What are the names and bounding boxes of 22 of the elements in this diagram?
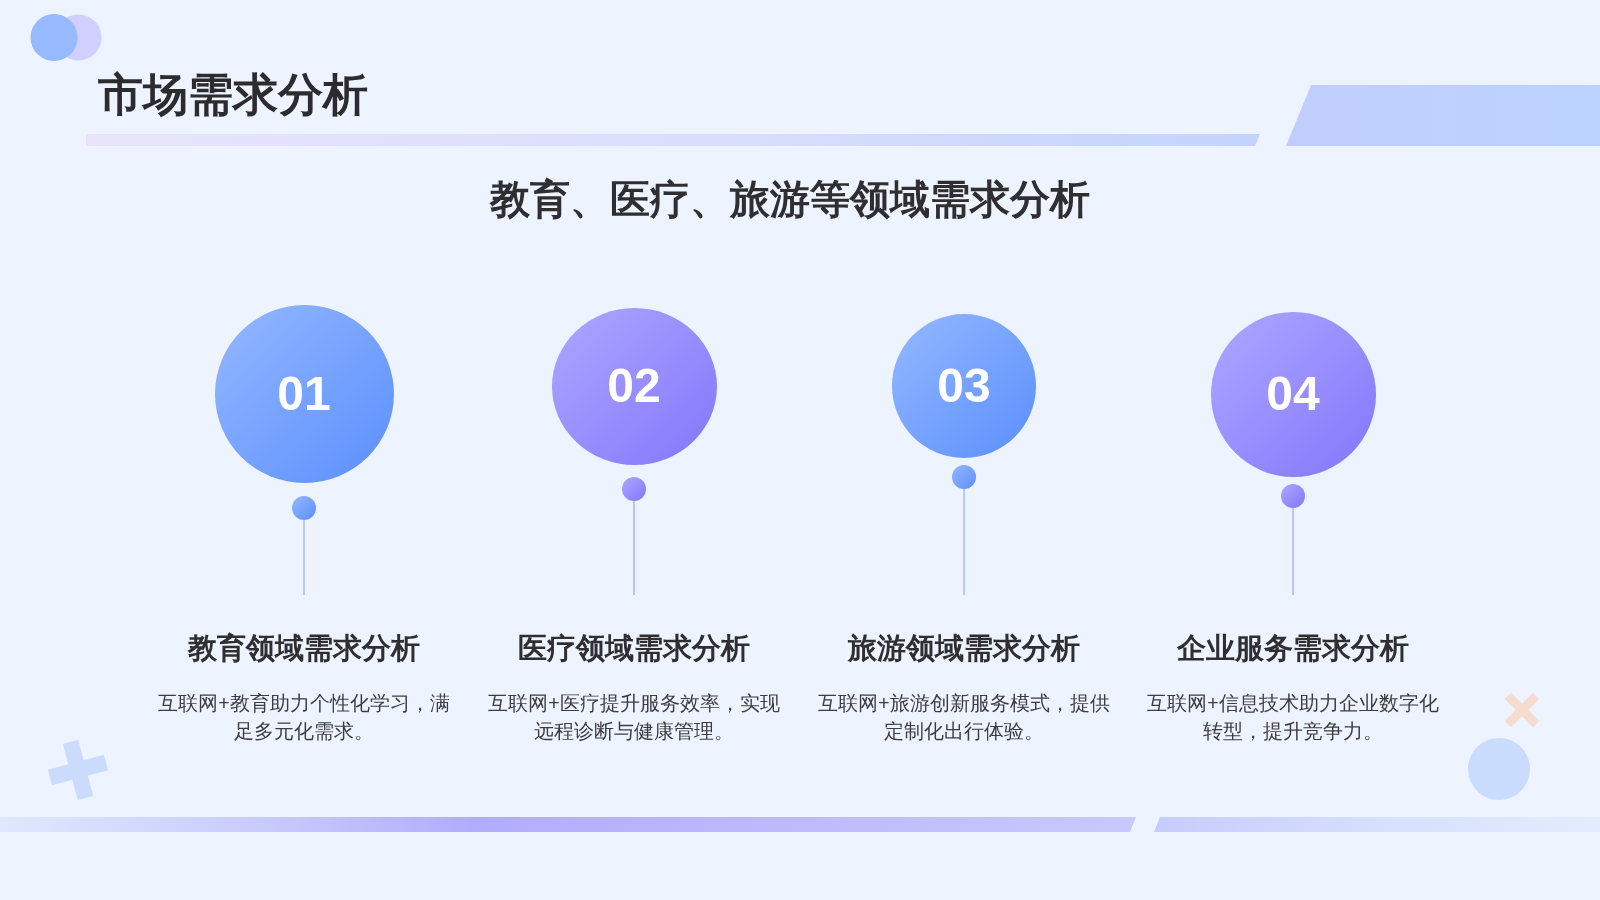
step-number: 01 [277, 366, 331, 422]
dot-icon [622, 477, 646, 501]
dot-icon [292, 496, 316, 520]
description-text: 互联网+医疗提升服务效率，实现远程诊断与健康管理。 [488, 691, 780, 744]
step-number: 02 [607, 358, 661, 414]
connector-line [303, 519, 305, 596]
step-number: 04 [1266, 366, 1320, 422]
connector-line [963, 488, 965, 596]
section-heading: 企业服务需求分析 [1177, 631, 1409, 666]
section-subtitle: 教育、医疗、旅游等领域需求分析 [490, 176, 1090, 223]
connector-line [633, 500, 635, 596]
description-text: 互联网+旅游创新服务模式，提供定制化出行体验。 [818, 691, 1110, 744]
dot-icon [952, 465, 976, 489]
section-heading: 医疗领域需求分析 [518, 631, 750, 666]
connector-line [1292, 507, 1294, 596]
description-text: 互联网+信息技术助力企业数字化转型，提升竞争力。 [1147, 691, 1439, 744]
dot-icon [1281, 484, 1305, 508]
description-text: 互联网+教育助力个性化学习，满足多元化需求。 [158, 691, 450, 744]
section-heading: 教育领域需求分析 [188, 631, 420, 666]
step-number: 03 [937, 358, 991, 414]
page-title: 市场需求分析 [98, 68, 368, 122]
section-heading: 旅游领域需求分析 [848, 631, 1080, 666]
